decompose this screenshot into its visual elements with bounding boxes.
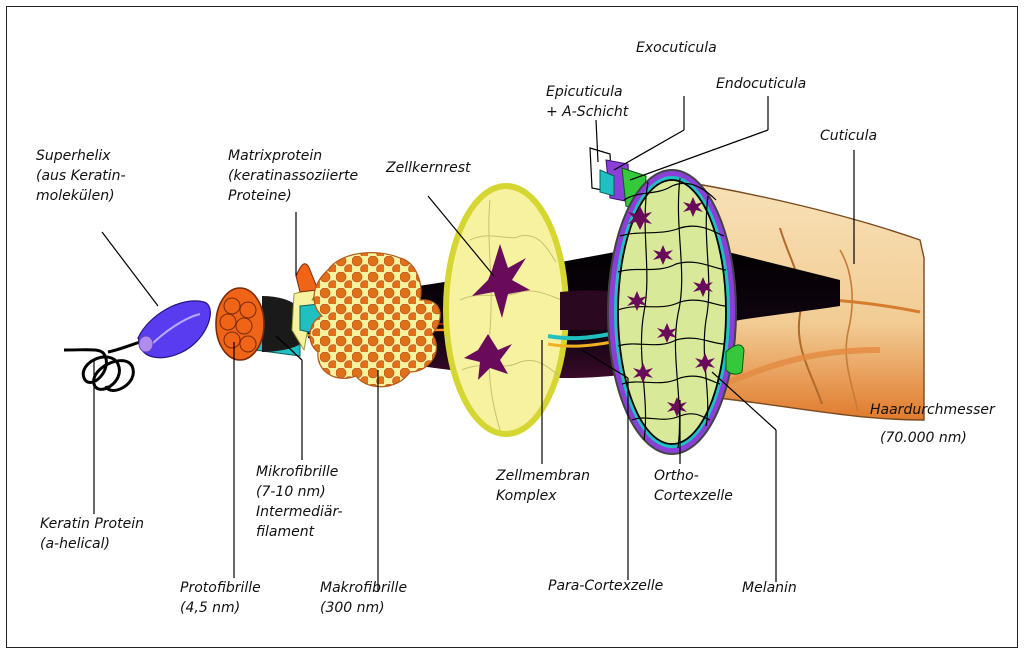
label-endocuticula: Endocuticula [716, 74, 806, 94]
label-matrixprotein: Matrixprotein (keratinassoziierte Protei… [228, 146, 358, 206]
label-epicuticula: Epicuticula + A-Schicht [546, 82, 628, 122]
zellkernrest-cell [446, 186, 620, 434]
label-protofibrille: Protofibrille (4,5 nm) [180, 578, 261, 618]
label-superhelix: Superhelix (aus Keratin- molekülen) [36, 146, 126, 206]
label-zellkernrest: Zellkernrest [386, 158, 471, 178]
label-cuticula: Cuticula [820, 126, 877, 146]
keratin-protein-coil [64, 342, 140, 390]
label-ortho-cortexzelle: Ortho- Cortexzelle [654, 466, 733, 506]
label-haardurchmesser-value: (70.000 nm) [880, 428, 967, 448]
label-melanin: Melanin [742, 578, 797, 598]
makrofibrille-blob [310, 253, 440, 387]
protofibrille-disc [216, 288, 300, 360]
label-zellmembran: Zellmembran Komplex [496, 466, 590, 506]
label-mikrofibrille: Mikrofibrille (7-10 nm) Intermediär- fil… [256, 462, 343, 542]
label-keratin-protein: Keratin Protein (a-helical) [40, 514, 144, 554]
label-haardurchmesser: Haardurchmesser [870, 400, 995, 420]
label-makrofibrille: Makrofibrille (300 nm) [320, 578, 407, 618]
label-para-cortexzelle: Para-Cortexzelle [548, 576, 663, 596]
superhelix-shape [138, 301, 210, 358]
label-exocuticula: Exocuticula [636, 38, 717, 58]
